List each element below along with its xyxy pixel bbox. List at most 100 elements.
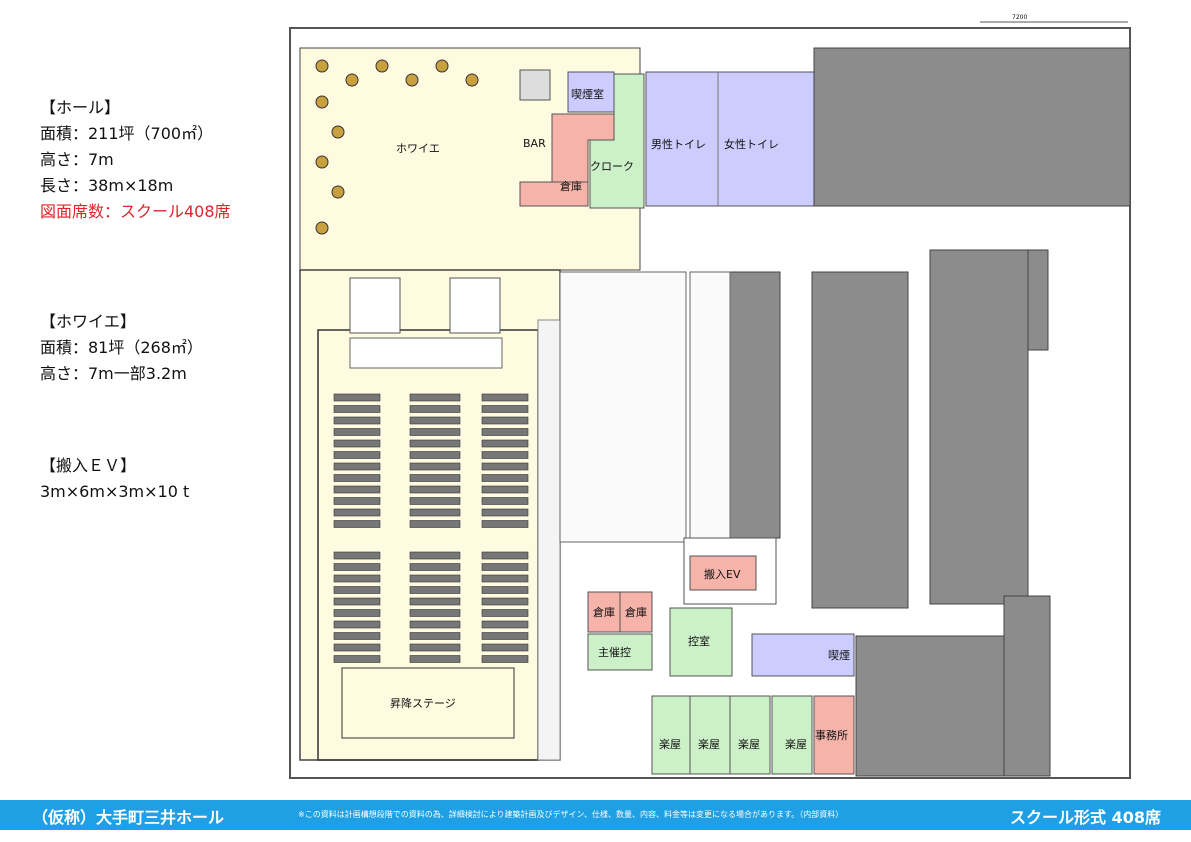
building-outline bbox=[289, 27, 1131, 779]
seat-row bbox=[409, 655, 461, 663]
seat-row bbox=[481, 474, 529, 482]
seat-row bbox=[333, 416, 381, 425]
seat-row bbox=[333, 485, 381, 494]
green-room-3 bbox=[729, 695, 771, 775]
room-label-foyer: ホワイエ bbox=[396, 142, 440, 155]
foyer-table bbox=[315, 95, 329, 109]
seat-row bbox=[481, 597, 529, 606]
seat-row bbox=[409, 439, 461, 448]
seat-row bbox=[409, 393, 461, 402]
office bbox=[813, 695, 855, 775]
disclaimer-note: ※この資料は計画構想段階での資料の為、詳細検討により建築計画及びデザイン、仕様、… bbox=[298, 810, 844, 819]
seat-row bbox=[481, 609, 529, 617]
room-label-bar: BAR bbox=[523, 137, 546, 150]
seat-row bbox=[333, 574, 381, 583]
stair-core bbox=[689, 271, 731, 543]
hall-entrance-left bbox=[349, 277, 401, 334]
seat-row bbox=[409, 586, 461, 594]
green-room-1 bbox=[651, 695, 691, 775]
room-label-smoking-room: 喫煙室 bbox=[571, 87, 604, 101]
room-label-cloak: クローク bbox=[590, 160, 634, 173]
seat-row bbox=[333, 462, 381, 471]
room-label-office: 事務所 bbox=[815, 728, 848, 742]
seat-row bbox=[481, 551, 529, 560]
hall-side-corridor bbox=[537, 319, 561, 761]
seat-row bbox=[409, 574, 461, 583]
storage-room-b bbox=[619, 591, 653, 633]
seat-row bbox=[409, 474, 461, 482]
ev-heading: 【搬入ＥＶ】 bbox=[40, 456, 137, 475]
seat-row bbox=[481, 497, 529, 505]
seat-row bbox=[409, 405, 461, 413]
venue-name: （仮称）大手町三井ホール bbox=[32, 808, 225, 827]
storage-room bbox=[519, 181, 589, 207]
foyer-table bbox=[315, 59, 329, 73]
seat-row bbox=[333, 393, 381, 402]
seating bbox=[333, 393, 529, 663]
room-label-storage-a: 倉庫 bbox=[593, 605, 615, 619]
green-room-4 bbox=[771, 695, 813, 775]
seat-row bbox=[481, 508, 529, 517]
seat-row bbox=[481, 428, 529, 436]
seat-row bbox=[481, 620, 529, 629]
seat-row bbox=[481, 393, 529, 402]
seat-row bbox=[481, 416, 529, 425]
seat-row bbox=[409, 508, 461, 517]
footer-bar: （仮称）大手町三井ホール ※この資料は計画構想段階での資料の為、詳細検討により建… bbox=[0, 800, 1191, 830]
seat-row bbox=[333, 439, 381, 448]
stage bbox=[341, 667, 515, 739]
seat-row bbox=[481, 586, 529, 594]
seat-row bbox=[333, 632, 381, 640]
seat-row bbox=[481, 405, 529, 413]
seat-row bbox=[333, 520, 381, 528]
seat-row bbox=[481, 520, 529, 528]
seat-row bbox=[481, 574, 529, 583]
seat-row bbox=[409, 551, 461, 560]
seat-row bbox=[333, 563, 381, 571]
seat-row bbox=[333, 609, 381, 617]
foyer-table bbox=[315, 221, 329, 235]
seat-row bbox=[333, 474, 381, 482]
hall-seats: 図面席数：スクール408席 bbox=[40, 202, 231, 221]
room-label-organizer: 主催控 bbox=[598, 645, 631, 659]
foyer-area: 面積：81坪（268㎡） bbox=[40, 338, 203, 357]
gray-area-right-edge bbox=[1027, 249, 1049, 351]
room-label-waiting-room: 控室 bbox=[688, 634, 710, 648]
seat-row bbox=[481, 632, 529, 640]
seat-row bbox=[409, 485, 461, 494]
smoking-room bbox=[567, 71, 615, 113]
room-label-green-room-3: 楽屋 bbox=[738, 738, 760, 751]
lighting-bar bbox=[349, 337, 503, 369]
green-room-2 bbox=[689, 695, 731, 775]
ev-spec: 3m×6m×3m×10 t bbox=[40, 482, 190, 501]
foyer-table bbox=[405, 73, 419, 87]
seat-row bbox=[409, 451, 461, 459]
room-label-green-room-2: 楽屋 bbox=[698, 738, 720, 751]
seat-row bbox=[333, 508, 381, 517]
seat-row bbox=[333, 643, 381, 652]
hall-heading: 【ホール】 bbox=[40, 98, 121, 117]
foyer-info: 【ホワイエ】 面積：81坪（268㎡） 高さ：7m一部3.2m bbox=[40, 309, 203, 387]
seat-row bbox=[409, 563, 461, 571]
foyer-table bbox=[315, 155, 329, 169]
seat-row bbox=[481, 462, 529, 471]
seat-row bbox=[409, 428, 461, 436]
room-label-green-room-4: 楽屋 bbox=[785, 738, 807, 751]
seat-row bbox=[333, 551, 381, 560]
hall-info: 【ホール】 面積：211坪（700㎡） 高さ：7m 長さ：38m×18m 図面席… bbox=[40, 95, 231, 225]
foyer-table bbox=[435, 59, 449, 73]
seat-row bbox=[333, 451, 381, 459]
smoking-toilets bbox=[751, 633, 855, 677]
foyer-table bbox=[465, 73, 479, 87]
foyer-table bbox=[375, 59, 389, 73]
seat-row bbox=[333, 620, 381, 629]
foyer-height: 高さ：7m一部3.2m bbox=[40, 364, 187, 383]
seat-row bbox=[481, 439, 529, 448]
seat-row bbox=[409, 643, 461, 652]
organizer-room bbox=[587, 633, 653, 671]
gray-area-top bbox=[813, 47, 1131, 207]
gray-area-mid-left bbox=[729, 271, 781, 539]
seat-row bbox=[409, 620, 461, 629]
dimension-label: 7200 bbox=[1012, 14, 1027, 21]
gray-area-bottom-right bbox=[1003, 595, 1051, 777]
